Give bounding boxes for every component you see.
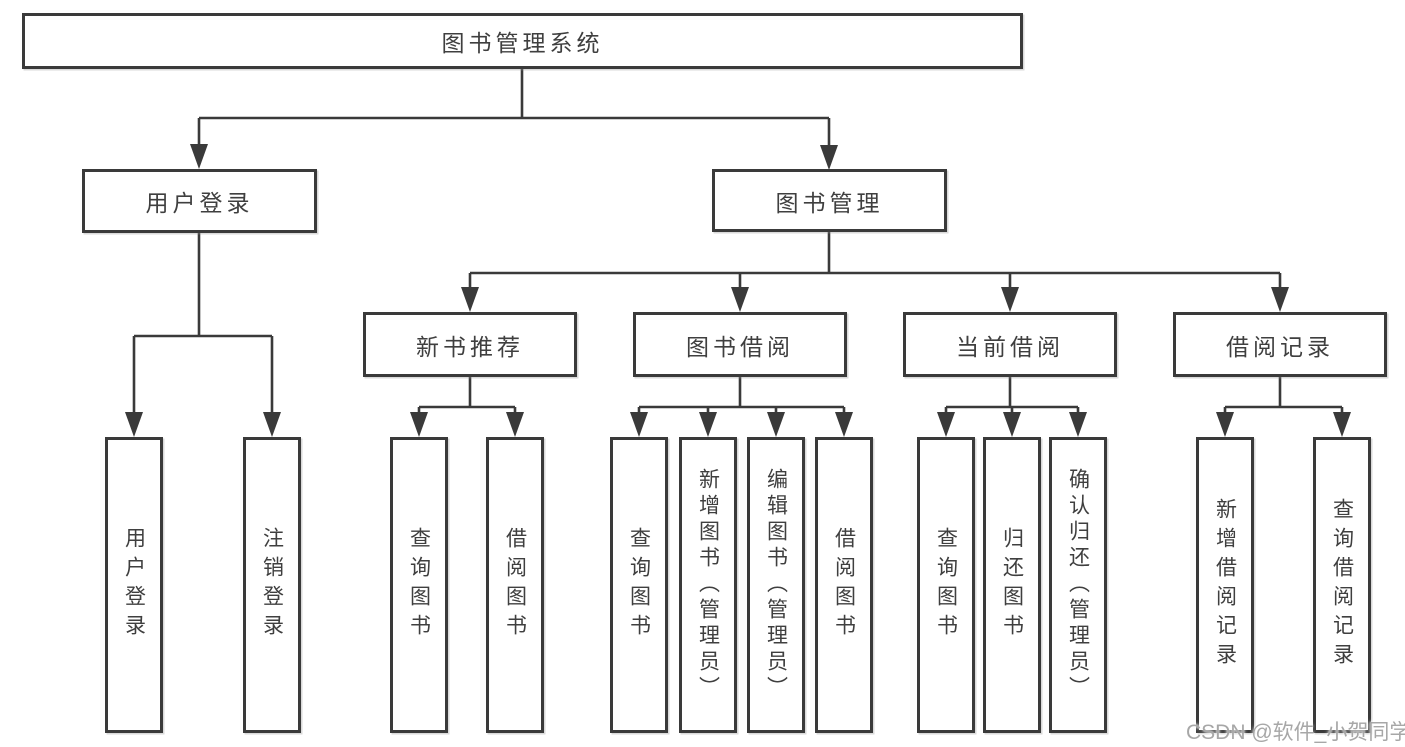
node-label: 查询图书 xyxy=(934,527,958,643)
csdn-watermark: CSDN @软件_小贺同学 xyxy=(1186,721,1405,744)
node-label: 用户登录 xyxy=(122,527,146,643)
node-label: 用户登录 xyxy=(145,190,254,216)
node-label: 新增图书（管理员） xyxy=(696,468,720,702)
node-new-book-recommend: 新书推荐 xyxy=(363,312,577,377)
node-label: 新书推荐 xyxy=(416,333,524,360)
node-label: 当前借阅 xyxy=(956,333,1064,360)
leaf-logout: 注销登录 xyxy=(243,437,301,733)
leaf-recommend-query-books: 查询图书 xyxy=(390,437,448,733)
node-label: 查询图书 xyxy=(407,527,431,643)
node-borrow-records: 借阅记录 xyxy=(1173,312,1387,377)
node-label: 图书管理 xyxy=(775,189,884,216)
node-label: 确认归还（管理员） xyxy=(1066,468,1090,702)
node-label: 注销登录 xyxy=(260,527,284,643)
node-label: 图书管理系统 xyxy=(441,30,604,56)
node-label: 图书借阅 xyxy=(686,333,794,360)
node-label: 借阅图书 xyxy=(503,527,527,643)
leaf-query-borrow-record: 查询借阅记录 xyxy=(1313,437,1371,733)
node-book-management: 图书管理 xyxy=(712,169,947,232)
leaf-confirm-return-admin: 确认归还（管理员） xyxy=(1049,437,1107,733)
leaf-borrow-query-books: 查询图书 xyxy=(610,437,668,733)
leaf-user-login: 用户登录 xyxy=(105,437,163,733)
node-book-borrow: 图书借阅 xyxy=(633,312,847,377)
leaf-add-books-admin: 新增图书（管理员） xyxy=(679,437,737,733)
leaf-edit-books-admin: 编辑图书（管理员） xyxy=(747,437,805,733)
node-label: 新增借阅记录 xyxy=(1213,498,1237,672)
leaf-add-borrow-record: 新增借阅记录 xyxy=(1196,437,1254,733)
leaf-borrow-books: 借阅图书 xyxy=(815,437,873,733)
node-user-login: 用户登录 xyxy=(82,169,317,233)
node-label: 借阅图书 xyxy=(832,527,856,643)
node-label: 查询借阅记录 xyxy=(1330,498,1354,672)
node-current-borrow: 当前借阅 xyxy=(903,312,1117,377)
leaf-current-query-books: 查询图书 xyxy=(917,437,975,733)
node-label: 归还图书 xyxy=(1000,527,1024,643)
leaf-return-books: 归还图书 xyxy=(983,437,1041,733)
node-label: 查询图书 xyxy=(627,527,651,643)
leaf-recommend-borrow-books: 借阅图书 xyxy=(486,437,544,733)
node-library-management-system: 图书管理系统 xyxy=(22,13,1023,69)
node-label: 借阅记录 xyxy=(1226,333,1334,360)
node-label: 编辑图书（管理员） xyxy=(764,468,788,702)
